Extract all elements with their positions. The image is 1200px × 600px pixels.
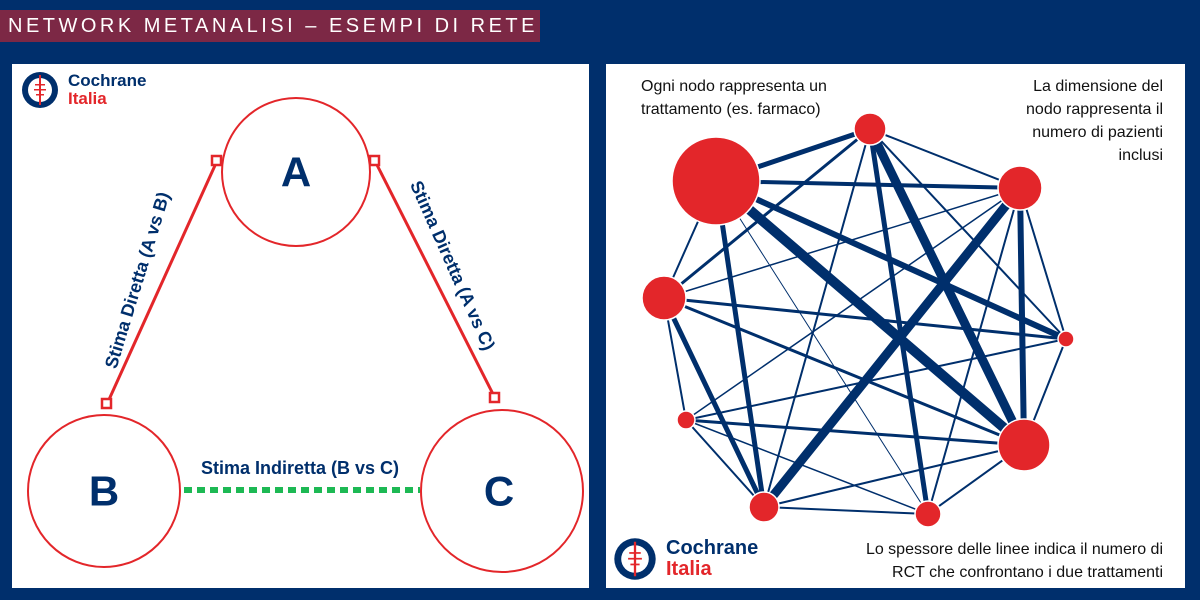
network-edge: [662, 296, 1026, 447]
network-node: [997, 165, 1043, 211]
network-edge: [685, 419, 929, 515]
note-line: La dimensione del: [1033, 78, 1163, 95]
edge-marker: [488, 391, 501, 404]
network-node: [914, 500, 942, 528]
network-node: [853, 112, 887, 146]
network-edge: [763, 128, 871, 508]
network-edge: [662, 127, 872, 300]
note-line: numero di pazienti: [1032, 124, 1163, 141]
note-line: nodo rappresenta il: [1026, 101, 1163, 118]
network-node: [676, 410, 696, 430]
node-b: [27, 414, 181, 568]
network-edge: [713, 178, 767, 510]
network-node: [641, 275, 687, 321]
node-b-label: B: [89, 468, 119, 515]
node-a: [221, 97, 371, 247]
network-edge: [869, 128, 1021, 189]
node-a-label: A: [281, 149, 311, 196]
logo-sub: Italia: [68, 89, 107, 108]
page-title: NETWORK METANALISI – ESEMPI DI RETE: [0, 10, 540, 42]
network-edge: [662, 296, 1068, 341]
note-edge-thickness: Lo spessore delle linee indica il numero…: [803, 538, 1163, 584]
network-edge: [714, 179, 1022, 190]
network-edge: [661, 295, 767, 510]
triangle-diagram: A B C Stima Diretta (A vs B) Stima Diret…: [27, 97, 584, 573]
triangle-panel: A B C Stima Diretta (A vs B) Stima Diret…: [12, 64, 589, 588]
cochrane-logo: Cochrane Italia: [612, 536, 758, 582]
edge-bc-label: Stima Indiretta (B vs C): [201, 458, 399, 478]
network-edge: [685, 419, 765, 508]
cochrane-logo-icon: [22, 72, 58, 108]
logo-brand: Cochrane: [666, 537, 759, 559]
network-edge: [763, 506, 929, 515]
network-edge: [927, 187, 1021, 515]
note-node-size: La dimensione del nodo rappresenta il nu…: [933, 75, 1163, 167]
note-line: inclusi: [1118, 147, 1163, 164]
network-edge: [1017, 185, 1027, 448]
logo-brand: Cochrane: [68, 71, 147, 91]
edge-marker: [210, 154, 223, 167]
network-edge: [1019, 187, 1067, 340]
network-edge: [663, 187, 1021, 299]
note-line: Ogni nodo rappresenta un: [641, 78, 827, 95]
network-node: [671, 136, 761, 226]
network-edge: [759, 183, 1025, 512]
edge-a-c: [373, 160, 497, 399]
network-edge: [869, 128, 1067, 340]
edge-ac-label: Stima Diretta (A vs C): [406, 178, 499, 354]
note-line: Lo spessore delle linee indica il numero…: [865, 541, 1163, 558]
node-c-label: C: [484, 468, 514, 515]
network-edge: [685, 187, 1021, 421]
note-nodes: Ogni nodo rappresenta un trattamento (es…: [641, 75, 881, 121]
edge-a-b: [105, 160, 219, 405]
logo-sub: Italia: [666, 558, 712, 580]
network-node: [997, 418, 1051, 472]
network-edge: [865, 124, 1029, 450]
node-c: [420, 409, 584, 573]
note-line: trattamento (es. farmaco): [641, 101, 821, 118]
network-panel: Ogni nodo rappresenta un trattamento (es…: [606, 64, 1185, 588]
network-node: [1057, 330, 1075, 348]
cochrane-logo-icon: [614, 538, 656, 580]
network-edge: [684, 418, 1026, 447]
network-edge: [763, 444, 1025, 508]
network-node: [748, 491, 780, 523]
note-line: RCT che confrontano i due trattamenti: [892, 564, 1163, 581]
edge-marker: [100, 397, 113, 410]
network-diagram: [641, 112, 1075, 528]
edge-marker: [368, 154, 381, 167]
cochrane-logo: Cochrane Italia: [20, 70, 146, 110]
network-edge: [711, 176, 1029, 450]
network-edge: [685, 338, 1067, 421]
network-edge: [715, 180, 929, 515]
